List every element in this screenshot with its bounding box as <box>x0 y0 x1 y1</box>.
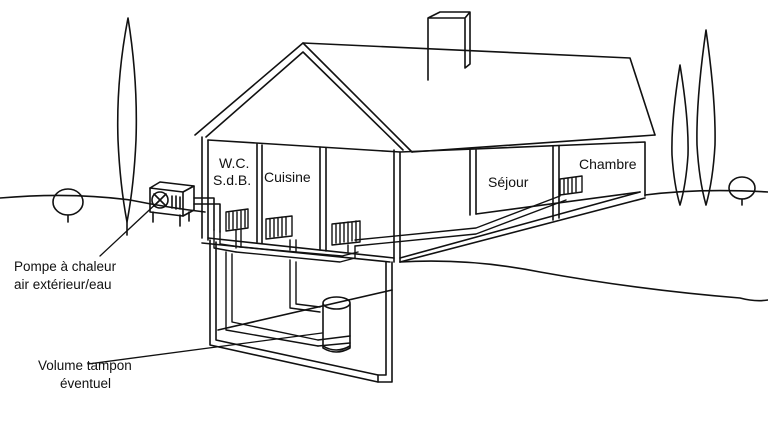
radiator-wc <box>225 208 249 232</box>
bush-right <box>728 176 756 206</box>
house-structure <box>201 136 646 263</box>
radiator-chambre <box>559 175 583 196</box>
buffer-tank <box>317 296 351 353</box>
cypress-tree-right-1 <box>671 64 689 206</box>
bush-left <box>52 188 84 223</box>
radiator-sejour <box>331 220 361 246</box>
ground-line <box>0 189 768 302</box>
callout-volume-line1: Volume tampon <box>38 358 132 373</box>
callout-volume-line2: éventuel <box>60 376 112 391</box>
callout-pompe-line1: Pompe à chaleur <box>14 259 117 274</box>
label-cuisine: Cuisine <box>264 169 311 185</box>
cypress-tree-right-2 <box>696 29 716 206</box>
roof <box>194 42 656 153</box>
callout-pompe-line2: air extérieur/eau <box>14 277 112 292</box>
chimney <box>427 11 471 81</box>
label-sejour: Séjour <box>488 174 529 190</box>
label-wc: W.C. <box>219 155 250 171</box>
basement <box>209 239 393 383</box>
volume-leader-line <box>87 332 323 365</box>
label-chambre: Chambre <box>579 156 637 172</box>
radiator-cuisine <box>265 215 293 240</box>
label-sdb: S.d.B. <box>213 172 252 188</box>
pompe-leader-line <box>99 199 161 257</box>
heat-pump-unit <box>149 181 221 233</box>
heating-pipes <box>213 195 567 347</box>
cypress-tree-left <box>116 17 138 236</box>
